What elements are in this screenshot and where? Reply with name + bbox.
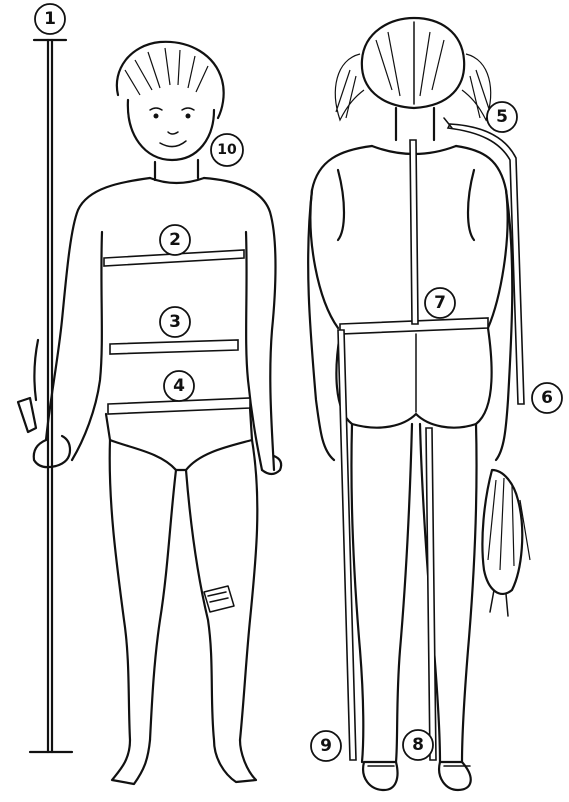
marker-5: 5 (487, 102, 517, 132)
marker-4: 4 (164, 371, 194, 401)
marker-8-label: 8 (412, 735, 424, 755)
marker-4-label: 4 (173, 376, 185, 396)
marker-3: 3 (160, 307, 190, 337)
girl-figure (308, 18, 530, 790)
marker-6: 6 (532, 383, 562, 413)
marker-9-label: 9 (320, 736, 332, 756)
marker-5-label: 5 (496, 107, 508, 127)
marker-7-label: 7 (434, 293, 446, 313)
marker-2: 2 (160, 225, 190, 255)
marker-10-label: 10 (217, 142, 237, 158)
marker-10: 10 (211, 134, 243, 166)
marker-1-label: 1 (44, 9, 56, 29)
marker-1: 1 (35, 4, 65, 34)
marker-9: 9 (311, 731, 341, 761)
marker-2-label: 2 (169, 230, 181, 250)
marker-7: 7 (425, 288, 455, 318)
marker-6-label: 6 (541, 388, 553, 408)
marker-8: 8 (403, 730, 433, 760)
marker-3-label: 3 (169, 312, 181, 332)
